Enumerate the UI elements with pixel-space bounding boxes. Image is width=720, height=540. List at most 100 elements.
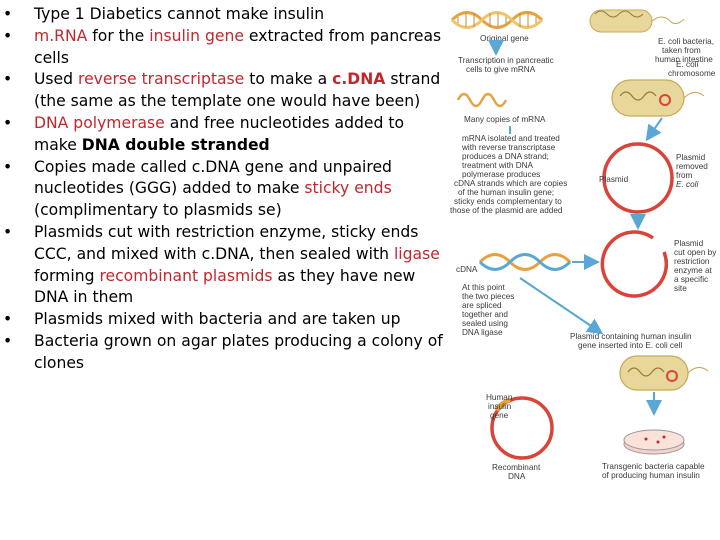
bullet-icon: • (3, 157, 13, 176)
label-plasmid-containing-1: gene inserted into E. coli cell (578, 341, 682, 350)
label-ecoli-chromosome-1: chromosome (668, 69, 716, 78)
svg-text:mRNA isolated and treated: mRNA isolated and treated (462, 134, 560, 143)
human-insulin-gene-text: Human insulin gene (486, 393, 513, 420)
svg-text:restriction: restriction (674, 257, 710, 266)
bullet-text: to make a (244, 70, 333, 89)
bullet-text: Plasmids mixed with bacteria and are tak… (34, 310, 401, 329)
bullet-icon: • (3, 26, 13, 45)
label-ecoli-bacteria-0: E. coli bacteria, (658, 37, 714, 46)
bullet-icon: • (3, 5, 13, 23)
svg-text:those of the plasmid are added: those of the plasmid are added (450, 206, 563, 215)
label-transcription-1: cells to give mRNA (466, 65, 536, 74)
cdna-helix-icon (478, 253, 572, 271)
svg-text:produces a DNA strand;: produces a DNA strand; (462, 152, 549, 161)
label-recombinant-dna-0: Recombinant (492, 463, 541, 472)
label-transgenic-1: of producing human insulin (602, 471, 700, 480)
svg-text:site: site (674, 284, 687, 293)
bullet-item: • m.RNA for the insulin gene extracted fr… (0, 26, 446, 70)
bullet-text: insulin gene (149, 26, 244, 45)
bullet-item: • Type 1 Diabetics cannot make insulin (0, 4, 446, 26)
plasmid-cut-text: Plasmid cut open by restriction enzyme a… (674, 239, 717, 293)
svg-text:At this point: At this point (462, 283, 506, 292)
label-ecoli-chromosome-0: E. coli (676, 60, 698, 69)
svg-text:gene: gene (490, 411, 509, 420)
svg-text:cDNA strands which are copies: cDNA strands which are copies (454, 179, 567, 188)
bullet-text: ligase (393, 244, 440, 263)
svg-text:from: from (676, 171, 693, 180)
bullet-text: DNA double stranded (81, 135, 270, 154)
svg-text:removed: removed (676, 162, 708, 171)
svg-text:Plasmid: Plasmid (676, 153, 706, 162)
bullet-icon: • (3, 222, 13, 241)
svg-text:of the human insulin gene;: of the human insulin gene; (458, 188, 554, 197)
recombinant-plasmid-icon (490, 396, 554, 460)
bullet-item: • DNA polymerase and free nucleotides add… (0, 113, 446, 157)
label-cdna: cDNA (456, 265, 478, 274)
bullet-item: • Plasmids mixed with bacteria and are ta… (0, 309, 446, 331)
label-plasmid: Plasmid (599, 175, 629, 184)
svg-text:sealed using: sealed using (462, 319, 508, 328)
svg-text:a specific: a specific (674, 275, 708, 284)
bullet-text: as they have new DNA in them (34, 266, 416, 307)
label-ecoli-bacteria-1: taken from (662, 46, 701, 55)
bullet-text: sticky ends (304, 179, 392, 198)
bullet-text: strand (the same as the template one wou… (34, 70, 441, 111)
bullet-text: (complimentary to plasmids se) (34, 201, 282, 220)
bullet-text: DNA polymerase (34, 113, 165, 132)
bullet-text: forming (34, 266, 100, 285)
svg-text:treatment with DNA: treatment with DNA (462, 161, 534, 170)
bullet-text: reverse transcriptase (78, 70, 245, 89)
label-transgenic-0: Transgenic bacteria capable (602, 462, 705, 471)
svg-text:E. coli: E. coli (676, 180, 698, 189)
bullet-item: • Plasmids cut with restriction enzyme, s… (0, 222, 446, 309)
bullet-item: • Copies made called c.DNA gene and unpai… (0, 157, 446, 222)
label-original-gene: Original gene (480, 34, 529, 43)
bullet-icon: • (3, 113, 13, 132)
svg-text:polymerase produces: polymerase produces (462, 170, 540, 179)
bullet-text: extracted from pancreas cells (34, 26, 442, 67)
bullet-text: and free nucleotides added to make (34, 113, 405, 154)
label-ecoli-bacteria-2: human intestine (655, 55, 713, 64)
mrna-isolated-text: mRNA isolated and treated with reverse t… (450, 134, 567, 215)
ecoli-bacterium-icon (589, 9, 685, 33)
label-plasmid-containing-0: Plasmid containing human insulin (570, 332, 692, 341)
cut-plasmid-icon (600, 230, 669, 298)
svg-text:insulin: insulin (488, 402, 512, 411)
label-recombinant-dna-1: DNA (508, 472, 526, 481)
bullet-text: Type 1 Diabetics cannot make insulin (34, 5, 325, 23)
svg-text:Human: Human (486, 393, 513, 402)
plasmid-ring-icon (602, 142, 674, 214)
svg-text:together and: together and (462, 310, 508, 319)
bullet-text: m.RNA (34, 26, 88, 45)
svg-text:the two pieces: the two pieces (462, 292, 514, 301)
bullet-item: • Bacteria grown on agar plates producing… (0, 331, 446, 375)
bullet-text: Bacteria grown on agar plates producing … (34, 331, 443, 372)
svg-text:are spliced: are spliced (462, 301, 502, 310)
bullet-text: for the (87, 26, 150, 45)
plasmid-removed-text: Plasmid removed from E. coli (676, 153, 708, 189)
bullet-text: Copies made called c.DNA gene and unpair… (34, 157, 392, 198)
bullet-icon: • (3, 331, 13, 350)
ecoli-with-plasmid-icon (611, 79, 705, 117)
svg-text:with reverse transcriptase: with reverse transcriptase (461, 143, 556, 152)
svg-text:Plasmid: Plasmid (674, 239, 704, 248)
svg-text:enzyme at: enzyme at (674, 266, 712, 275)
bullet-item: • Used reverse transcriptase to make a c.… (0, 69, 446, 113)
svg-text:DNA ligase: DNA ligase (462, 328, 503, 337)
mrna-strand-icon (456, 92, 508, 108)
genetic-engineering-diagram: Original gene E. coli bacteria, taken fr… (450, 9, 717, 481)
spliced-text: At this point the two pieces are spliced… (462, 283, 514, 337)
bullet-text: Used (34, 70, 78, 89)
bullet-text: recombinant plasmids (99, 266, 273, 285)
ecoli-recombinant-icon (619, 355, 709, 391)
bullet-list: • Type 1 Diabetics cannot make insulin • m.… (0, 4, 446, 375)
bullet-icon: • (3, 310, 13, 329)
bullet-icon: • (3, 70, 13, 89)
bullet-text: c.DNA (332, 70, 386, 89)
svg-text:cut open by: cut open by (674, 248, 717, 257)
petri-dish-icon (623, 429, 685, 455)
bullet-text: Plasmids cut with restriction enzyme, st… (34, 222, 419, 263)
svg-text:sticky ends complementary to: sticky ends complementary to (454, 197, 562, 206)
original-gene-dna-icon (450, 11, 544, 29)
